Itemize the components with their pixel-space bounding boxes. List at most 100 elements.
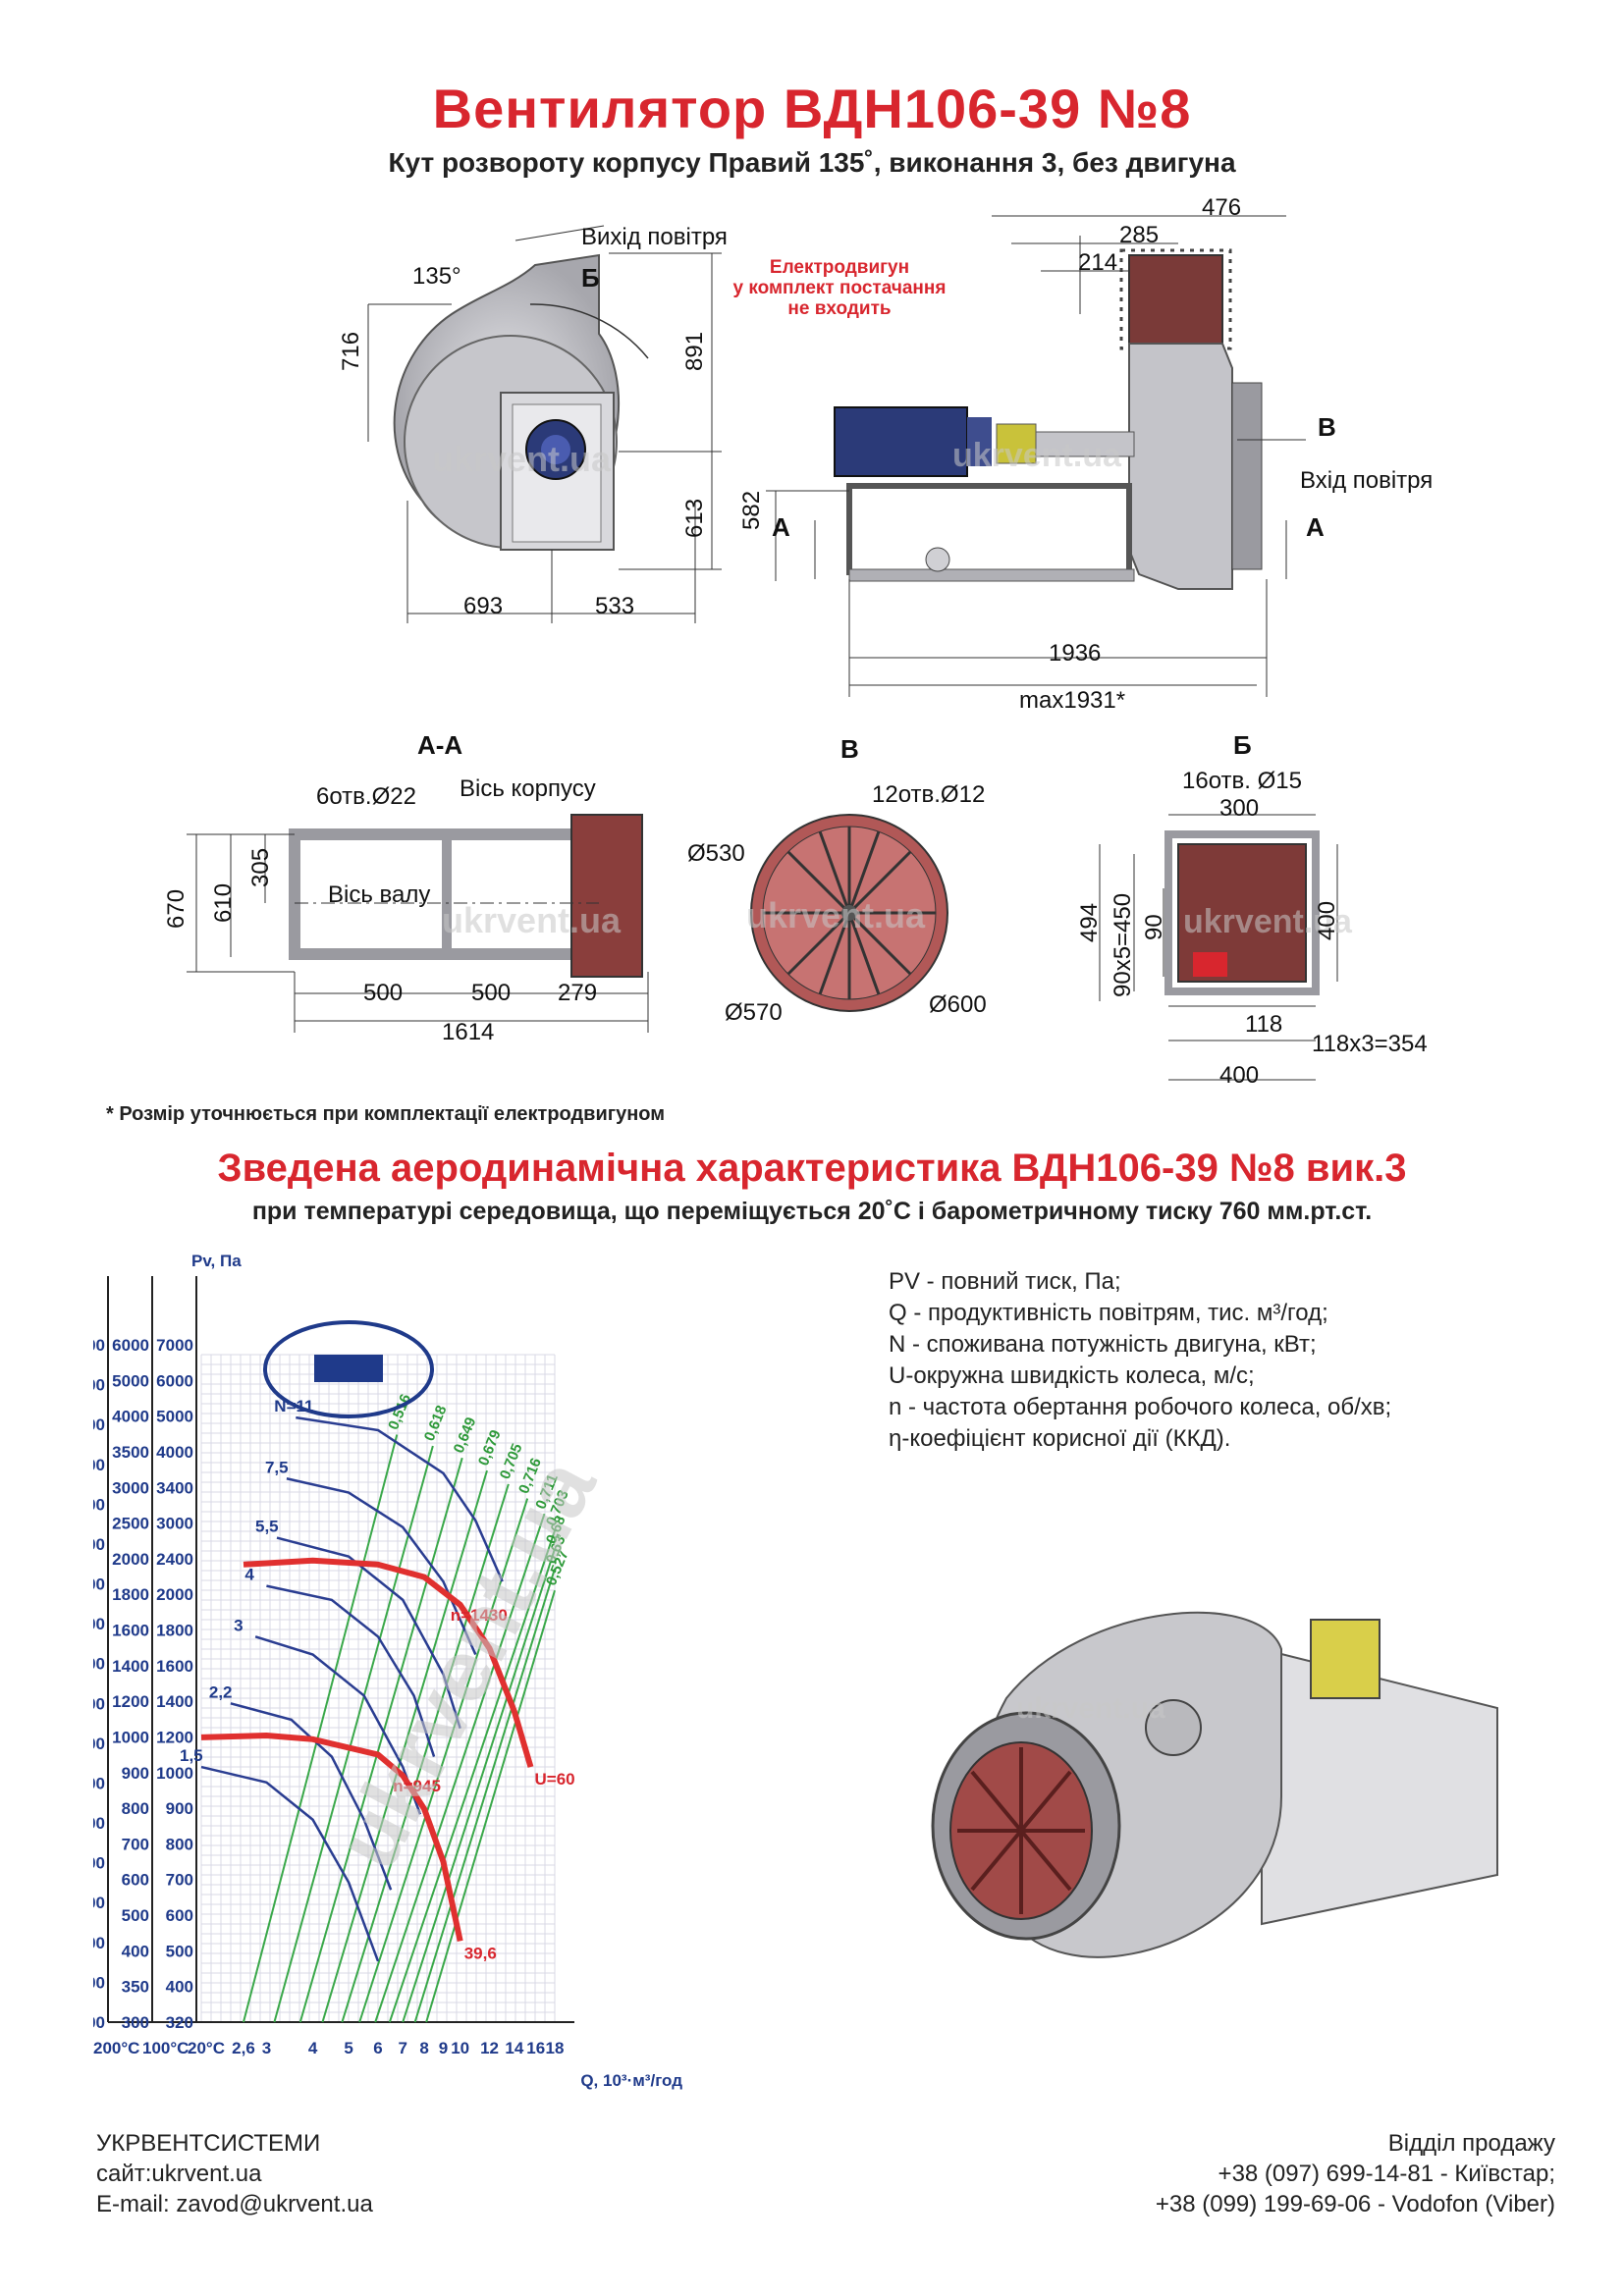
dim-285: 285 [1119, 222, 1160, 248]
dim-1614: 1614 [442, 1019, 495, 1045]
dim-500-first: 500 [363, 980, 404, 1006]
y-tick-20c: 3000 [156, 1515, 193, 1533]
dim-400-vertical: 400 [1314, 900, 1340, 940]
power-curve-label: 1,5 [180, 1746, 203, 1765]
company-email[interactable]: E-mail: zavod@ukrvent.ua [96, 2191, 373, 2217]
legend-item: η-коефіцієнт корисної дії (ККД). [889, 1425, 1231, 1452]
dim-300: 300 [1219, 795, 1260, 822]
y-tick-100c: 1400 [112, 1657, 149, 1676]
motor-note: Електродвигун у комплект постачання не в… [727, 257, 952, 319]
legend-item: U-окружна швидкість колеса, м/с; [889, 1362, 1255, 1389]
sales-title: Відділ продажу [1387, 2130, 1555, 2157]
speed-curve-label: n=945 [393, 1777, 441, 1795]
dim-90x5: 90x5=450 [1110, 892, 1136, 997]
dim-279: 279 [558, 980, 598, 1006]
y-axis-label: Pv, Па [191, 1252, 242, 1270]
svg-text:ukrvent.ua: ukrvent.ua [746, 895, 926, 935]
dim-90: 90 [1141, 914, 1167, 940]
temperature-column-label: 100°C [142, 2039, 189, 2057]
logo-stamp [263, 1320, 434, 1418]
x-tick-label: 3 [262, 2039, 271, 2057]
dim-1936: 1936 [1049, 640, 1102, 667]
v-d600: Ø600 [929, 991, 987, 1018]
angle-label: 135° [412, 263, 461, 290]
dim-476: 476 [1202, 194, 1242, 221]
sales-phone-1[interactable]: +38 (097) 699-14-81 - Київстар; [1218, 2161, 1555, 2187]
x-tick-label: 14 [505, 2039, 523, 2057]
air-inlet-label: Вхід повітря [1300, 467, 1434, 494]
y-tick-100c: 1200 [112, 1692, 149, 1711]
y-tick-200c: 600 [93, 1854, 105, 1873]
y-tick-100c: 900 [122, 1764, 149, 1783]
y-tick-100c: 500 [122, 1906, 149, 1925]
dim-582: 582 [738, 490, 765, 530]
dim-716: 716 [338, 331, 364, 371]
efficiency-line [243, 1434, 399, 2023]
page-subtitle: Кут розвороту корпусу Правий 135˚, викон… [388, 147, 1236, 178]
speed-curve-end-label: 39,6 [464, 1944, 497, 1962]
y-tick-100c: 3500 [112, 1443, 149, 1462]
svg-text:ukrvent.ua: ukrvent.ua [432, 439, 612, 479]
section-b-title: Б [1233, 730, 1252, 760]
section-b-marker: Б [581, 263, 600, 293]
y-tick-200c: 200 [93, 2013, 105, 2032]
efficiency-label: 0,649 [451, 1415, 480, 1456]
x-tick-label: 10 [451, 2039, 469, 2057]
y-tick-100c: 1600 [112, 1622, 149, 1640]
logo-fan-icon [314, 1355, 383, 1382]
power-curve [230, 1702, 393, 1891]
footer-company-block: УКРВЕНТСИСТЕМИ сайт:ukrvent.ua E-mail: z… [96, 2128, 373, 2219]
y-tick-200c: 1600 [93, 1575, 105, 1594]
efficiency-line [402, 1548, 556, 2023]
y-tick-200c: 3000 [93, 1415, 105, 1434]
efficiency-line [298, 1457, 463, 2023]
fan-render: ukrvent.ua [931, 1611, 1498, 1958]
speed-curve-label: n=1430 [451, 1606, 508, 1625]
dim-891: 891 [681, 331, 708, 371]
y-tick-100c: 4000 [112, 1408, 149, 1426]
company-name: УКРВЕНТСИСТЕМИ [96, 2130, 321, 2157]
efficiency-line [341, 1483, 510, 2023]
section-v-drawing: ukrvent.ua [746, 814, 948, 1012]
x-tick-label: 5 [344, 2039, 352, 2057]
y-tick-20c: 900 [166, 1799, 193, 1818]
section-v-marker: В [1318, 412, 1336, 442]
y-tick-20c: 1000 [156, 1764, 193, 1783]
motor-note-line1: Електродвигун [769, 257, 910, 278]
legend-item: n - частота обертання робочого колеса, о… [889, 1394, 1392, 1420]
y-tick-20c: 4000 [156, 1443, 193, 1462]
speed-curve [243, 1557, 534, 1768]
legend-item: Q - продуктивність повітрям, тис. м³/год… [889, 1300, 1328, 1326]
y-tick-20c: 5000 [156, 1408, 193, 1426]
aero-subtitle: при температурі середовища, що переміщує… [251, 1198, 1373, 1225]
dim-610: 610 [210, 882, 237, 923]
power-curve [296, 1415, 504, 1582]
y-tick-20c: 400 [166, 1978, 193, 1997]
y-tick-20c: 2000 [156, 1585, 193, 1604]
dim-670: 670 [163, 888, 189, 929]
power-curve [276, 1536, 461, 1730]
legend-item: N - споживана потужність двигуна, кВт; [889, 1331, 1317, 1358]
power-curve-label: 2,2 [209, 1682, 233, 1701]
company-site[interactable]: сайт:ukrvent.ua [96, 2161, 262, 2187]
v-d530: Ø530 [687, 840, 745, 867]
efficiency-line [374, 1514, 546, 2023]
y-tick-200c: 1200 [93, 1655, 105, 1674]
footnote: * Розмір уточнюється при комплектації ел… [106, 1103, 666, 1125]
svg-text:ukrvent.ua: ukrvent.ua [1016, 1692, 1165, 1725]
y-tick-20c: 1400 [156, 1692, 193, 1711]
sales-phone-2[interactable]: +38 (099) 199-69-06 - Vodofon (Viber) [1155, 2191, 1555, 2217]
motor-note-line2: у комплект постачання [732, 278, 947, 298]
y-tick-200c: 1800 [93, 1535, 105, 1554]
y-tick-100c: 3000 [112, 1478, 149, 1497]
dim-max1931: max1931* [1019, 687, 1126, 714]
svg-text:ukrvent.ua: ukrvent.ua [952, 437, 1122, 474]
dim-118: 118 [1245, 1011, 1283, 1038]
y-tick-100c: 2500 [112, 1515, 149, 1533]
y-tick-100c: 800 [122, 1799, 149, 1818]
y-tick-20c: 320 [166, 2013, 193, 2032]
x-tick-label: 6 [373, 2039, 382, 2057]
v-holes: 12отв.Ø12 [872, 781, 986, 808]
efficiency-label: 0,679 [475, 1427, 505, 1468]
x-tick-label: 4 [308, 2039, 318, 2057]
